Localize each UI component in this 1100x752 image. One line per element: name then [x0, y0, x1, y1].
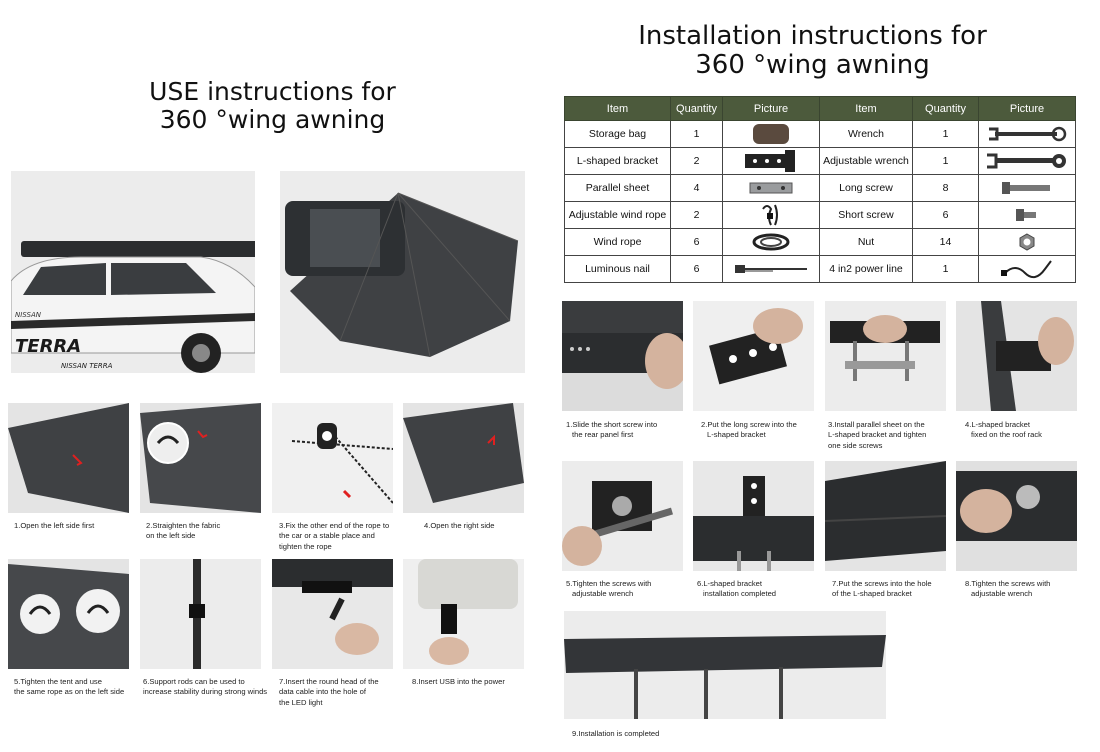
item-quantity: 8: [912, 174, 979, 202]
item-quantity: 14: [912, 228, 979, 256]
storage-bag-icon: [753, 124, 789, 144]
car-door-text: NISSAN: [15, 311, 42, 319]
title-line: Installation instructions for: [638, 21, 987, 51]
item-name: Storage bag: [564, 120, 671, 148]
install-step-caption: 6.L-shaped bracket installation complete…: [697, 579, 777, 599]
parts-list-table: Item Quantity Picture Item Quantity Pict…: [564, 96, 1076, 283]
use-step-3-photo: [272, 403, 393, 513]
use-step-caption: 4.Open the right side: [424, 521, 495, 530]
use-step-4-photo: [403, 403, 524, 513]
installation-instructions-title: Installation instructions for 360 °wing …: [615, 21, 1010, 81]
install-step-caption: 9.Installation is completed: [572, 729, 660, 738]
use-step-caption: 8.Insert USB into the power: [412, 677, 505, 686]
car-badge-text: NISSAN TERRA: [61, 362, 113, 370]
install-step-6-photo: [693, 461, 814, 571]
ratchet-wrench-icon: [987, 153, 1066, 169]
use-step-caption: 5.Tighten the tent and use the same rope…: [14, 677, 125, 697]
item-quantity: 1: [912, 255, 979, 283]
install-step-8-photo: [956, 461, 1077, 571]
install-step-4-photo: [956, 301, 1077, 411]
install-step-5-photo: [562, 461, 683, 571]
install-step-9-photo: [564, 611, 886, 719]
item-quantity: 1: [670, 120, 723, 148]
rope-coil-icon: [752, 233, 790, 251]
column-header: Quantity: [670, 96, 723, 121]
item-name: Adjustable wrench: [819, 147, 913, 175]
use-step-caption: 7.Insert the round head of the data cabl…: [279, 677, 379, 707]
item-name: Nut: [819, 228, 913, 256]
install-step-caption: 3.Install parallel sheet on the L-shaped…: [828, 420, 927, 450]
item-name: Parallel sheet: [564, 174, 671, 202]
use-step-5-photo: [8, 559, 129, 669]
column-header: Quantity: [912, 96, 979, 121]
item-quantity: 6: [670, 255, 723, 283]
title-line: USE instructions for: [149, 77, 396, 106]
column-header: Picture: [978, 96, 1076, 121]
l-bracket-icon: [745, 150, 795, 172]
use-step-2-photo: [140, 403, 261, 513]
column-header: Item: [819, 96, 913, 121]
item-name: Wrench: [819, 120, 913, 148]
item-quantity: 2: [670, 147, 723, 175]
item-name: Wind rope: [564, 228, 671, 256]
install-step-2-photo: [693, 301, 814, 411]
install-step-caption: 5.Tighten the screws with adjustable wre…: [566, 579, 652, 599]
item-name: Short screw: [819, 201, 913, 229]
item-quantity: 4: [670, 174, 723, 202]
awning-open-top-view-photo: [280, 171, 525, 373]
table-row: L-shaped bracket 2 Adjustable wrench 1: [564, 147, 1076, 175]
table-row: Wind rope 6 Nut 14: [564, 228, 1076, 256]
install-step-caption: 1.Slide the short screw into the rear pa…: [566, 420, 658, 440]
table-row: Luminous nail 6 4 in2 power line 1: [564, 255, 1076, 283]
item-name: 4 in2 power line: [819, 255, 913, 283]
use-instructions-title: USE instructions for 360 °wing awning: [120, 78, 425, 134]
use-step-1-photo: [8, 403, 129, 513]
use-step-caption: 6.Support rods can be used to increase s…: [143, 677, 268, 697]
use-step-caption: 1.Open the left side first: [14, 521, 95, 530]
item-quantity: 6: [670, 228, 723, 256]
column-header: Item: [564, 96, 671, 121]
use-step-8-photo: [403, 559, 524, 669]
column-header: Picture: [722, 96, 820, 121]
install-step-1-photo: [562, 301, 683, 411]
install-step-caption: 8.Tighten the screws with adjustable wre…: [965, 579, 1051, 599]
wind-rope-icon: [762, 204, 778, 226]
nut-icon: [1019, 233, 1035, 251]
item-name: Luminous nail: [564, 255, 671, 283]
title-line: 360 °wing awning: [159, 105, 386, 134]
use-step-7-photo: [272, 559, 393, 669]
install-step-caption: 2.Put the long screw into the L-shaped b…: [701, 420, 797, 440]
use-step-caption: 2.Straighten the fabric on the left side: [146, 521, 221, 541]
nail-icon: [735, 265, 807, 273]
install-step-caption: 4.L-shaped bracket fixed on the roof rac…: [965, 420, 1042, 440]
wrench-icon: [989, 126, 1067, 142]
item-quantity: 1: [912, 120, 979, 148]
item-quantity: 1: [912, 147, 979, 175]
car-awning-closed-photo: TERRA NISSAN TERRA NISSAN: [11, 171, 255, 373]
install-step-caption: 7.Put the screws into the hole of the L-…: [832, 579, 932, 599]
item-quantity: 2: [670, 201, 723, 229]
use-step-caption: 3.Fix the other end of the rope to the c…: [279, 521, 390, 551]
short-screw-icon: [1016, 209, 1036, 221]
title-line: 360 °wing awning: [695, 50, 930, 81]
power-line-icon: [1001, 260, 1052, 279]
item-name: Long screw: [819, 174, 913, 202]
table-row: Parallel sheet 4 Long screw 8: [564, 174, 1076, 202]
item-quantity: 6: [912, 201, 979, 229]
item-name: Adjustable wind rope: [564, 201, 671, 229]
table-header-row: Item Quantity Picture Item Quantity Pict…: [564, 96, 1076, 121]
install-step-7-photo: [825, 461, 946, 571]
table-row: Adjustable wind rope 2 Short screw 6: [564, 201, 1076, 229]
item-name: L-shaped bracket: [564, 147, 671, 175]
long-screw-icon: [1002, 182, 1050, 194]
parallel-sheet-icon: [749, 182, 793, 194]
table-row: Storage bag 1 Wrench 1: [564, 120, 1076, 148]
install-step-3-photo: [825, 301, 946, 411]
use-step-6-photo: [140, 559, 261, 669]
car-decal-text: TERRA: [15, 336, 81, 357]
